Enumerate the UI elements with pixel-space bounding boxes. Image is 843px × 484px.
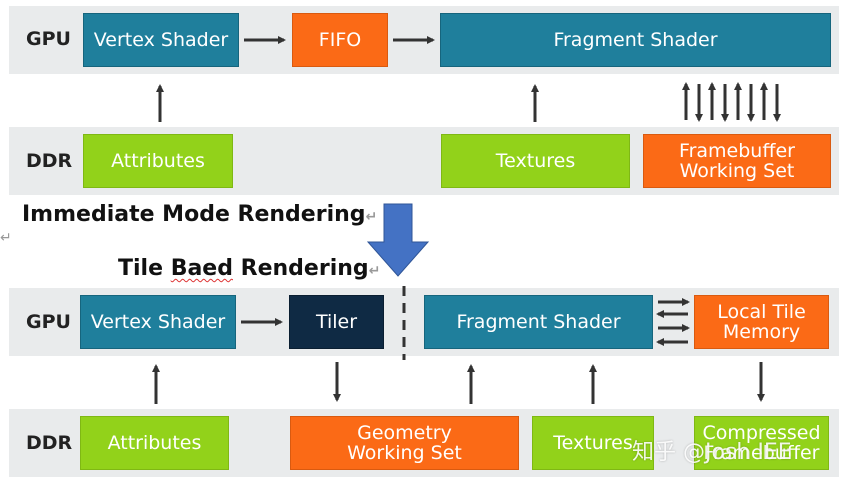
tbr-geometry-line1: Geometry <box>357 422 452 444</box>
imr-gpu-label: GPU <box>26 28 71 50</box>
imr-fragment-shader-box: Fragment Shader <box>440 13 831 67</box>
imr-framebuffer-line1: Framebuffer <box>679 140 795 162</box>
tbr-heading: Tile Baed Rendering↵ <box>118 256 380 281</box>
tbr-heading-word3: Rendering <box>240 256 369 281</box>
tbr-local-tile-line2: Memory <box>722 321 801 343</box>
imr-heading: Immediate Mode Rendering↵ <box>22 202 377 227</box>
return-mark: ↵ <box>368 263 381 279</box>
tbr-compressed-line2: Framebuffer <box>703 442 820 464</box>
imr-fragment-shader-label: Fragment Shader <box>553 29 718 51</box>
imr-textures-label: Textures <box>495 150 576 172</box>
tbr-fragment-shader-box: Fragment Shader <box>424 295 653 349</box>
tbr-geometry-line2: Working Set <box>347 442 462 464</box>
imr-heading-text: Immediate Mode Rendering <box>22 202 366 227</box>
imr-vertex-shader-label: Vertex Shader <box>93 29 229 51</box>
tbr-textures-label: Textures <box>553 432 633 454</box>
imr-attributes-box: Attributes <box>83 134 233 188</box>
tbr-attributes-label: Attributes <box>107 432 202 454</box>
imr-fifo-box: FIFO <box>292 13 388 67</box>
tbr-tiler-box: Tiler <box>289 295 384 349</box>
imr-vertex-shader-box: Vertex Shader <box>83 13 239 67</box>
tbr-compressed-line1: Compressed <box>702 422 821 444</box>
tbr-attributes-box: Attributes <box>80 416 229 470</box>
imr-textures-box: Textures <box>441 134 630 188</box>
tbr-geometry-working-set-box: Geometry Working Set <box>290 416 519 470</box>
tbr-compressed-framebuffer-box: Compressed Framebuffer <box>694 416 829 470</box>
return-mark: ↵ <box>0 230 12 246</box>
return-mark: ↵ <box>365 209 378 225</box>
tbr-heading-word1: Tile <box>118 256 164 281</box>
tbr-vertex-shader-label: Vertex Shader <box>90 311 226 333</box>
imr-framebuffer-box: Framebuffer Working Set <box>643 134 831 188</box>
tbr-fragment-shader-label: Fragment Shader <box>456 311 621 333</box>
imr-framebuffer-line2: Working Set <box>679 160 795 182</box>
tbr-textures-box: Textures <box>532 416 654 470</box>
imr-fifo-label: FIFO <box>318 29 362 51</box>
tbr-local-tile-memory-box: Local Tile Memory <box>694 295 829 349</box>
tbr-fragment-local-memory-arrows <box>656 298 690 346</box>
imr-framebuffer-bidirectional-arrows <box>682 82 781 122</box>
tbr-ddr-label: DDR <box>26 432 73 454</box>
tbr-local-tile-line1: Local Tile <box>717 301 806 323</box>
tbr-heading-misspelled-word: Baed <box>170 256 233 281</box>
tbr-tiler-label: Tiler <box>315 311 358 333</box>
imr-ddr-label: DDR <box>26 150 73 172</box>
tbr-gpu-label: GPU <box>26 311 71 333</box>
transition-down-arrow <box>366 203 430 277</box>
tbr-vertex-shader-box: Vertex Shader <box>80 295 236 349</box>
watermark: 知乎 @Josh IEE <box>632 440 792 465</box>
imr-attributes-label: Attributes <box>111 150 205 172</box>
